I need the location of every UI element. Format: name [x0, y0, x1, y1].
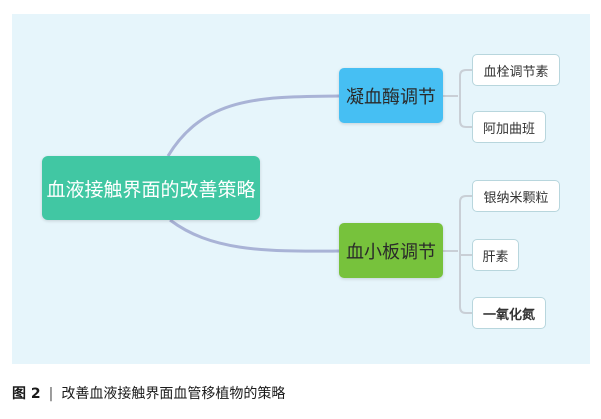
leaf-nitric-oxide: 一氧化氮 [472, 297, 546, 329]
leaf-silver-nanoparticles: 银纳米颗粒 [472, 180, 560, 212]
leaf-thrombomodulin: 血栓调节素 [472, 54, 560, 86]
connector-coagulation-bracket [443, 69, 472, 128]
branch-coagulation-node: 凝血酶调节 [339, 68, 443, 123]
caption-separator: | [48, 386, 54, 402]
connector-platelet-bracket [443, 195, 472, 314]
connector-root-to-platelet [169, 218, 340, 253]
root-node: 血液接触界面的改善策略 [42, 156, 260, 220]
leaf-argatroban: 阿加曲班 [472, 111, 546, 143]
caption-text: 改善血液接触界面血管移植物的策略 [61, 386, 286, 402]
connector-root-to-coagulation [166, 94, 340, 157]
leaf-heparin: 肝素 [472, 239, 519, 271]
branch-platelet-node: 血小板调节 [339, 223, 443, 278]
figure-caption: 图 2 | 改善血液接触界面血管移植物的策略 [12, 383, 285, 403]
figure-label: 图 2 [12, 386, 41, 402]
